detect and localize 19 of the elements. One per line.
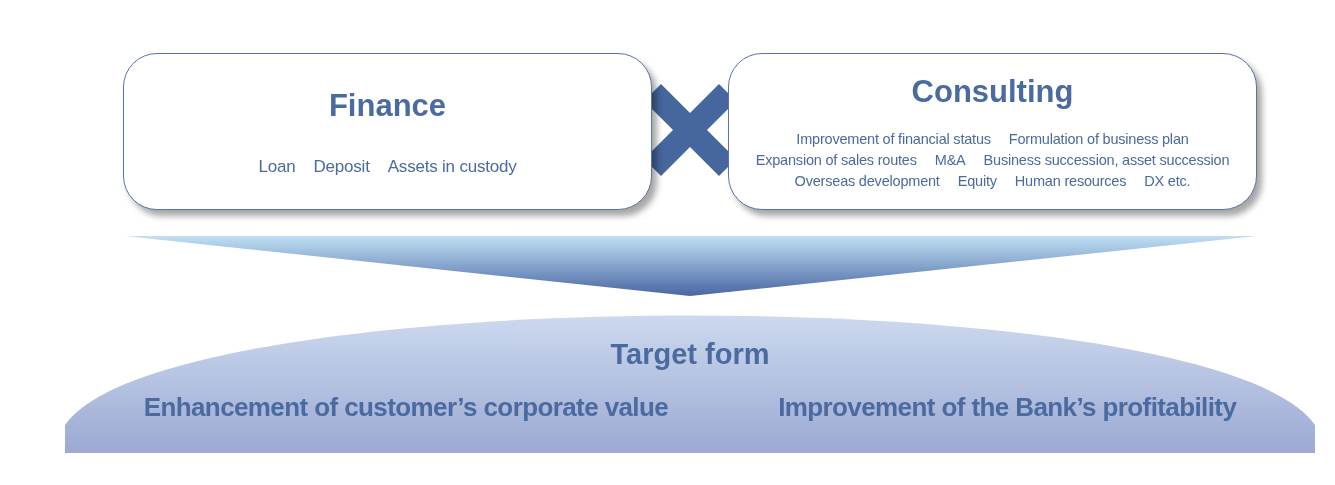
service-item: Business succession, asset succession [983, 152, 1230, 168]
heading: Target form [610, 338, 770, 371]
service-item: Improvement of financial status [796, 131, 991, 147]
service-item: Equity [957, 173, 997, 189]
service-item: Expansion of sales routes [755, 152, 917, 168]
heading: Consulting [911, 74, 1074, 110]
service-item: Assets in custody [387, 157, 517, 177]
goal-text: Improvement of the Bank’s profitability [778, 392, 1237, 423]
service-item: Human resources [1014, 173, 1127, 189]
service-item: M&A [934, 152, 966, 168]
goal-text: Enhancement of customer’s corporate value [143, 392, 669, 423]
service-item: DX etc. [1144, 173, 1191, 189]
service-item: Formulation of business plan [1008, 131, 1189, 147]
service-item: Overseas development [794, 173, 940, 189]
rounded-box [123, 53, 652, 210]
service-item: Deposit [313, 157, 370, 177]
heading: Finance [328, 88, 447, 124]
rounded-box [728, 53, 1257, 210]
service-item: Loan [258, 157, 296, 177]
